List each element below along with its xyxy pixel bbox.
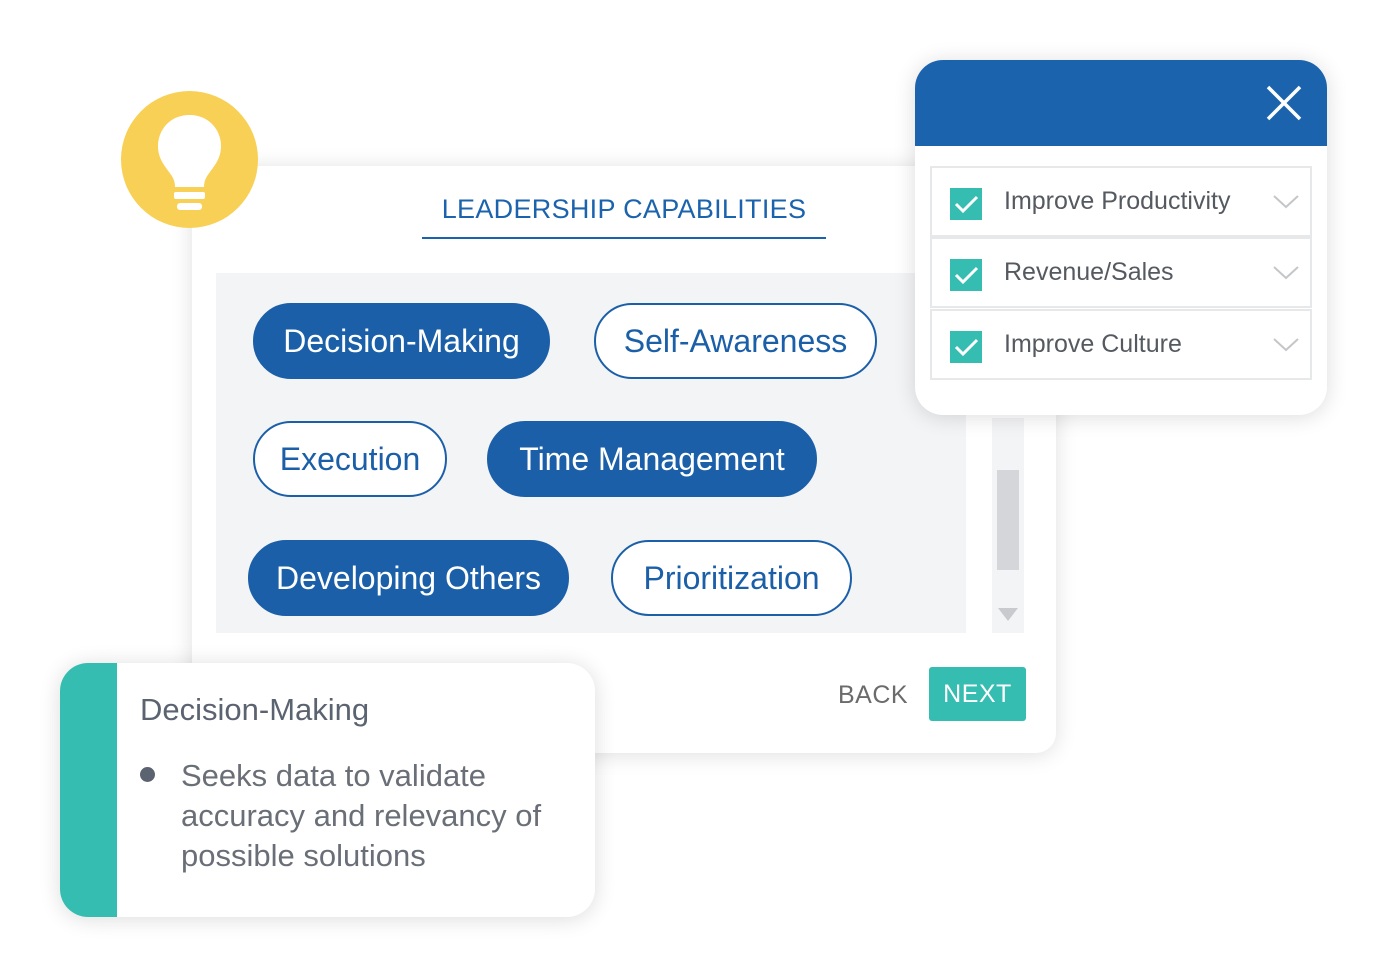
close-icon[interactable]	[1265, 84, 1303, 122]
capability-info-card: Decision-Making Seeks data to validate a…	[60, 663, 595, 917]
next-button[interactable]: NEXT	[929, 667, 1026, 721]
page-title: LEADERSHIP CAPABILITIES	[441, 194, 807, 224]
back-button[interactable]: BACK	[838, 681, 909, 709]
goal-checkbox[interactable]	[950, 188, 982, 220]
lightbulb-icon	[158, 115, 221, 210]
scroll-thumb[interactable]	[997, 470, 1019, 570]
capability-pill-time-management[interactable]: Time Management	[487, 421, 817, 497]
goal-label: Improve Culture	[1004, 330, 1182, 358]
chevron-down-icon[interactable]	[1272, 336, 1300, 354]
capability-pill-prioritization[interactable]: Prioritization	[611, 540, 852, 616]
goals-dropdown-header	[915, 60, 1327, 146]
chevron-down-icon[interactable]	[1272, 193, 1300, 211]
goals-dropdown-card: Improve Productivity Revenue/Sales	[915, 60, 1327, 415]
title-wrap: LEADERSHIP CAPABILITIES	[422, 192, 826, 226]
goal-row-revenue-sales[interactable]: Revenue/Sales	[930, 237, 1312, 308]
checkmark-icon	[954, 338, 979, 357]
info-accent-bar	[60, 663, 117, 917]
capability-pill-decision-making[interactable]: Decision-Making	[253, 303, 550, 379]
capability-pill-execution[interactable]: Execution	[253, 421, 447, 497]
capability-pill-developing-others[interactable]: Developing Others	[248, 540, 569, 616]
goal-row-improve-productivity[interactable]: Improve Productivity	[930, 166, 1312, 237]
checkmark-icon	[954, 195, 979, 214]
info-title: Decision-Making	[140, 692, 370, 727]
checkmark-icon	[954, 266, 979, 285]
scrollbar[interactable]	[992, 418, 1024, 633]
goal-label: Revenue/Sales	[1004, 258, 1174, 286]
scroll-down-arrow-icon[interactable]	[998, 608, 1018, 621]
info-bullet-text: Seeks data to validate accuracy and rele…	[181, 758, 542, 873]
title-underline	[422, 237, 826, 239]
lightbulb-badge	[121, 91, 258, 228]
goal-row-improve-culture[interactable]: Improve Culture	[930, 309, 1312, 380]
goal-checkbox[interactable]	[950, 331, 982, 363]
capabilities-card: LEADERSHIP CAPABILITIES Decision-Making …	[192, 166, 1056, 753]
bullet-dot-icon	[140, 767, 155, 782]
goal-checkbox[interactable]	[950, 259, 982, 291]
chevron-down-icon[interactable]	[1272, 264, 1300, 282]
capability-pill-self-awareness[interactable]: Self-Awareness	[594, 303, 877, 379]
goal-label: Improve Productivity	[1004, 187, 1231, 215]
capabilities-panel: Decision-Making Self-Awareness Execution…	[216, 273, 966, 633]
